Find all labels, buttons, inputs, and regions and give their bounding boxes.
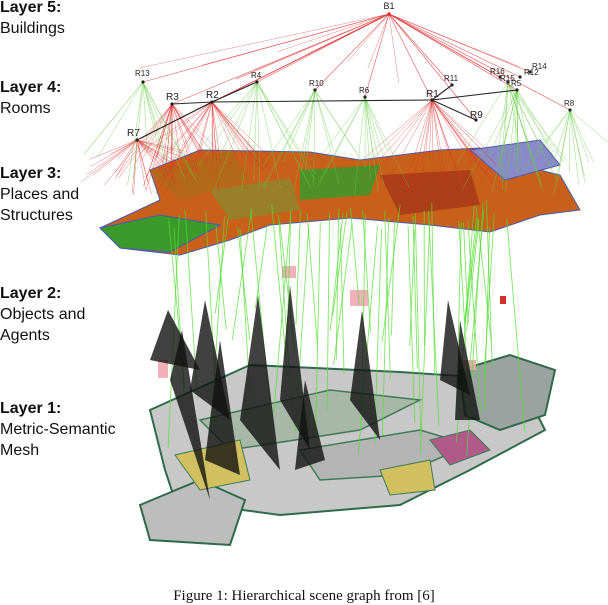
room-node-label: R2 <box>206 90 219 101</box>
room-node-label: R4 <box>251 71 262 80</box>
room-node-r13: R13 <box>135 69 150 84</box>
layer-description: Buildings <box>0 18 65 39</box>
room-node-label: R10 <box>309 79 324 88</box>
room-node-label: R14 <box>532 62 547 71</box>
layer-description: Mesh <box>0 440 116 461</box>
layer-label-5: Layer 5:Buildings <box>0 0 65 39</box>
layer-description: Rooms <box>0 98 61 119</box>
figure-caption: Figure 1: Hierarchical scene graph from … <box>0 588 608 605</box>
room-node-label: R16 <box>490 67 505 76</box>
room-node-label: R11 <box>444 74 459 83</box>
room-node-label: R3 <box>166 92 179 103</box>
layer-description: Metric-Semantic <box>0 419 116 440</box>
room-node-r11: R11 <box>444 74 459 87</box>
layer-title: Layer 1: <box>0 398 116 419</box>
layer-title: Layer 5: <box>0 0 65 18</box>
layer-title: Layer 4: <box>0 77 61 98</box>
room-node-r7: R7 <box>127 128 140 142</box>
room-node-r10: R10 <box>309 79 324 92</box>
layer-label-4: Layer 4:Rooms <box>0 77 61 119</box>
layer-title: Layer 2: <box>0 283 85 304</box>
room-node-label: R7 <box>127 128 140 139</box>
room-node-r8: R8 <box>564 99 575 112</box>
building-node-label: B1 <box>383 1 394 11</box>
layer-description: Objects and <box>0 304 85 325</box>
room-node-label: R9 <box>470 110 483 121</box>
room-node-r1: R1 <box>426 89 439 102</box>
layer-title: Layer 3: <box>0 163 79 184</box>
layer-description: Agents <box>0 325 85 346</box>
building-node: B1 <box>383 1 394 16</box>
room-node-label: R6 <box>359 86 370 95</box>
room-node-label: R13 <box>135 69 150 78</box>
room-node-label: R8 <box>564 99 575 108</box>
room-node-r9: R9 <box>470 110 483 122</box>
room-node-label: R1 <box>426 89 439 100</box>
room-node-r6: R6 <box>359 86 370 99</box>
layer-description: Places and <box>0 184 79 205</box>
layer-description: Structures <box>0 205 79 226</box>
